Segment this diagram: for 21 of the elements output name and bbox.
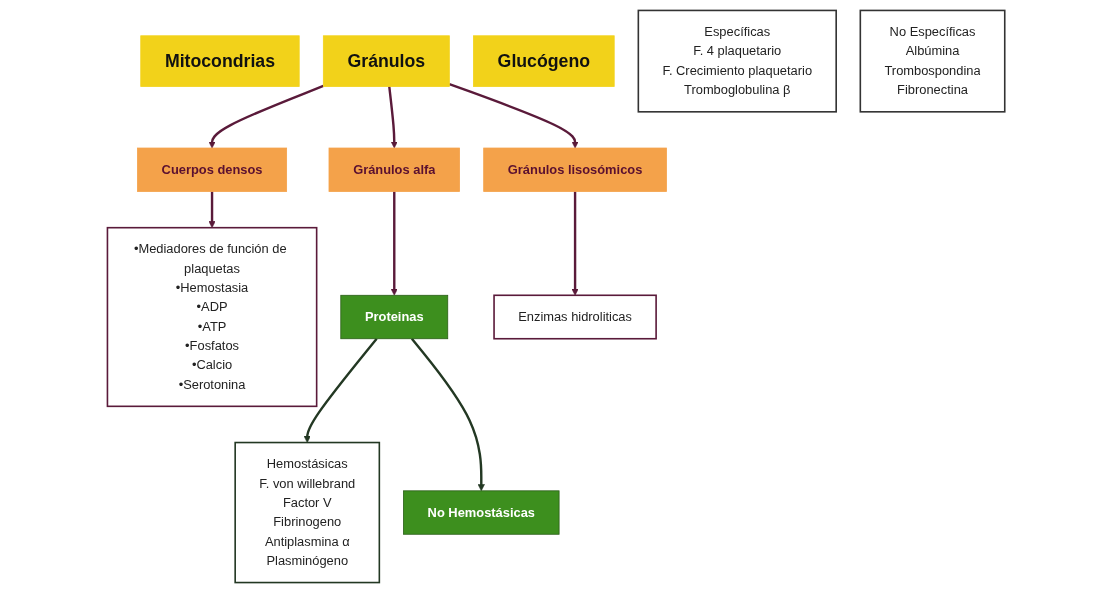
arrow bbox=[571, 191, 580, 296]
node-box: No Específicas Albúmina Trombospondina Fibronectina bbox=[859, 9, 1006, 113]
node-box: Enzimas hidroliticas bbox=[493, 294, 658, 340]
arrow bbox=[411, 337, 486, 492]
node-box: Gránulos lisosómicos bbox=[483, 147, 668, 192]
node-box: Cuerpos densos bbox=[137, 147, 288, 192]
arrow bbox=[208, 84, 325, 149]
arrow bbox=[208, 191, 216, 228]
node-box: Gránulos alfa bbox=[329, 147, 461, 192]
node-box: No Hemostásicas bbox=[403, 490, 560, 535]
node-box: Específicas F. 4 plaquetario F. Crecimiento plaquetario Tromboglobulina β bbox=[637, 9, 838, 113]
node-box: Mitocondrias bbox=[140, 35, 300, 87]
arrow bbox=[391, 191, 399, 296]
arrow bbox=[388, 86, 399, 149]
node-box: Glucógeno bbox=[473, 35, 615, 87]
node-box: Hemostásicas F. von willebrand Factor V Fibrinogeno Antiplasmina α Plasminógeno bbox=[234, 441, 381, 584]
node-box: •Mediadores de función de plaquetas •Hemostasia •ADP •ATP •Fosfatos •Calcio •Serotonina bbox=[107, 226, 318, 408]
arrow bbox=[449, 82, 580, 149]
node-box: Proteinas bbox=[340, 294, 449, 340]
node-box: Gránulos bbox=[323, 35, 451, 87]
arrow bbox=[304, 338, 378, 443]
